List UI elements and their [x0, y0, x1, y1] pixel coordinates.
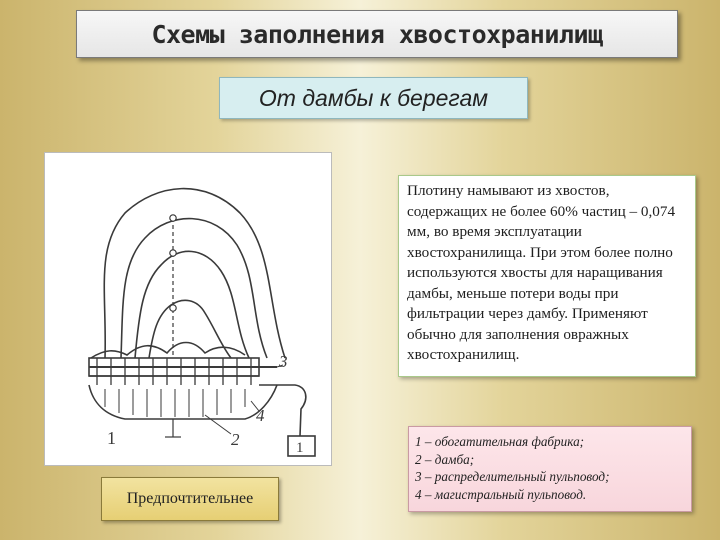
- tailings-filling-diagram: 1 1 2 3 4: [44, 152, 332, 466]
- description-text: Плотину намывают из хвостов, содержащих …: [407, 182, 676, 363]
- slide-subtitle: От дамбы к берегам: [258, 84, 489, 111]
- preference-label: Предпочтительнее: [126, 490, 254, 507]
- leader-4: [250, 400, 260, 412]
- slide-title-box: Схемы заполнения хвостохранилищ: [76, 10, 678, 58]
- leader-2: [204, 414, 232, 435]
- label-pond: 1: [107, 428, 116, 448]
- label-factory: 1: [296, 440, 304, 456]
- label-main-pipe: 4: [256, 406, 265, 425]
- contour-vertices: [169, 214, 177, 312]
- slide-subtitle-box: От дамбы к берегам: [219, 77, 528, 119]
- ravine-outer-contour: [103, 187, 286, 359]
- preference-box: Предпочтительнее: [101, 477, 279, 521]
- main-pipeline: [259, 384, 307, 437]
- pipeline-outlets: [96, 358, 252, 385]
- label-dam: 2: [231, 430, 240, 449]
- dam-slope-hatching: [104, 389, 246, 417]
- ravine-contour-2: [120, 217, 268, 359]
- leader-3: [276, 364, 284, 368]
- legend-box: 1 – обогатительная фабрика; 2 – дамба; 3…: [408, 426, 692, 512]
- factory-box: [287, 435, 316, 457]
- slide-title: Схемы заполнения хвостохранилищ: [151, 19, 603, 49]
- legend-item-4: 4 – магистральный пульповод.: [415, 486, 587, 502]
- ravine-contour-4: [148, 299, 232, 359]
- legend-item-3: 3 – распределительный пульповод;: [415, 469, 610, 484]
- ravine-contour-3: [134, 250, 250, 359]
- description-box: Плотину намывают из хвостов, содержащих …: [398, 175, 696, 377]
- legend-item-1: 1 – обогатительная фабрика;: [415, 434, 585, 449]
- label-distribution-pipe: 3: [278, 352, 288, 371]
- tailings-beach-line: [90, 341, 246, 359]
- legend-item-2: 2 – дамба;: [415, 451, 475, 467]
- diagram-drawing: 1 1 2 3 4: [88, 187, 316, 457]
- dam-downstream-slope: [88, 384, 278, 420]
